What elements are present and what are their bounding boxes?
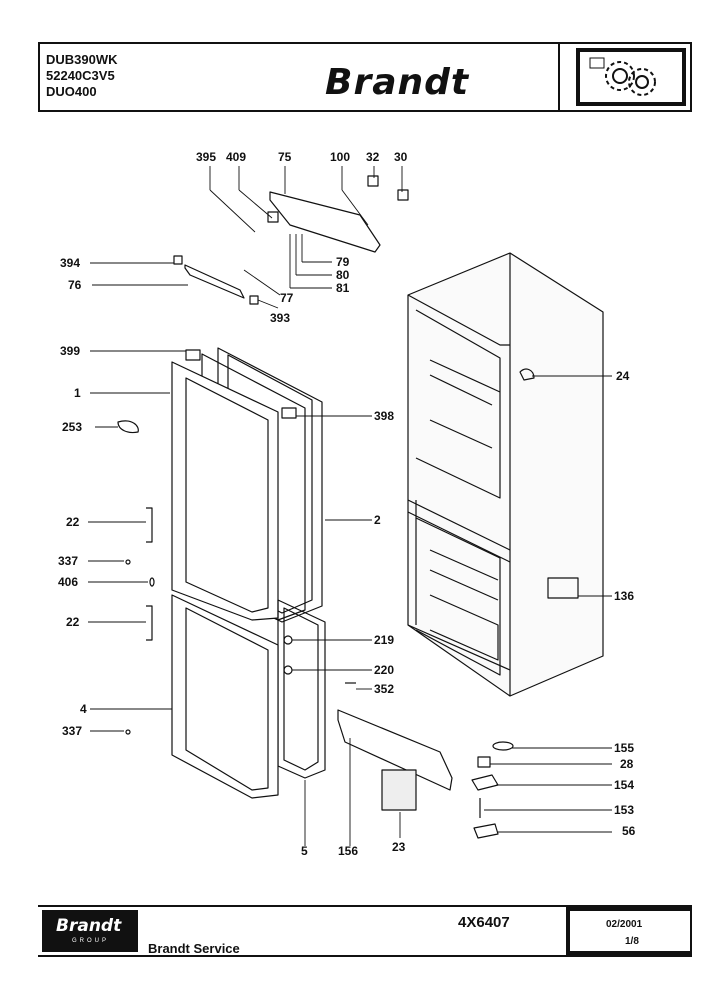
part-label: 28: [620, 757, 634, 771]
gears-logo-icon: [576, 48, 686, 106]
part-label: 154: [614, 778, 635, 792]
part-label: 22: [66, 615, 80, 629]
part-label: 155: [614, 741, 635, 755]
brand-logo-text: Brandt: [325, 62, 470, 103]
model-lines: DUB390WK 52240C3V5 DUO400: [46, 52, 118, 100]
header-box: DUB390WK 52240C3V5 DUO400 Brandt: [38, 42, 692, 112]
part-label: 394: [60, 256, 81, 270]
part-label: 406: [58, 575, 79, 589]
leader-lines: [88, 166, 612, 846]
part-label: 5: [301, 844, 308, 858]
part-label: 75: [278, 150, 292, 164]
part-label: 409: [226, 150, 247, 164]
exploded-parts-diagram: 395 409 75 100 32 30 394 76 79 80 81 77 …: [0, 130, 707, 870]
part-label: 2: [374, 513, 381, 527]
part-label: 352: [374, 682, 395, 696]
part-label: 337: [58, 554, 79, 568]
model-line: 52240C3V5: [46, 68, 115, 83]
cabinet-drawing: [407, 252, 604, 697]
part-label: 395: [196, 150, 217, 164]
header-divider: [558, 44, 560, 110]
part-label: 153: [614, 803, 635, 817]
part-label: 100: [330, 150, 351, 164]
model-line: DUO400: [46, 84, 97, 99]
part-label: 337: [62, 724, 83, 738]
upper-door-drawing: [171, 347, 323, 623]
model-line: DUB390WK: [46, 52, 118, 67]
part-label: 23: [392, 840, 406, 854]
date-page-box: [566, 907, 690, 955]
parts-drawing: [88, 166, 612, 846]
part-label: 136: [614, 589, 635, 603]
part-label: 398: [374, 409, 395, 423]
part-label: 30: [394, 150, 408, 164]
part-label: 253: [62, 420, 83, 434]
footer-brand-logo: Brandt GROUP: [42, 910, 138, 952]
part-label: 399: [60, 344, 81, 358]
part-label: 77: [280, 291, 294, 305]
part-label: 56: [622, 824, 636, 838]
part-label: 32: [366, 150, 380, 164]
service-label: Brandt Service: [148, 941, 240, 956]
part-label: 76: [68, 278, 82, 292]
part-label: 79: [336, 255, 350, 269]
part-label: 219: [374, 633, 395, 647]
page-number: 1/8: [625, 936, 639, 947]
part-label: 220: [374, 663, 395, 677]
part-label: 156: [338, 844, 359, 858]
footer-logo-subtext: GROUP: [72, 938, 110, 944]
footer-box: [38, 905, 692, 957]
document-code: 4X6407: [458, 914, 510, 931]
part-label: 80: [336, 268, 350, 282]
footer-logo-text: Brandt: [56, 916, 122, 936]
part-label: 4: [80, 702, 87, 716]
lower-door-drawing: [171, 594, 326, 799]
part-label: 24: [616, 369, 630, 383]
document-date: 02/2001: [606, 919, 643, 930]
part-label: 22: [66, 515, 80, 529]
part-label: 1: [74, 386, 81, 400]
part-label: 393: [270, 311, 291, 325]
part-label: 81: [336, 281, 350, 295]
